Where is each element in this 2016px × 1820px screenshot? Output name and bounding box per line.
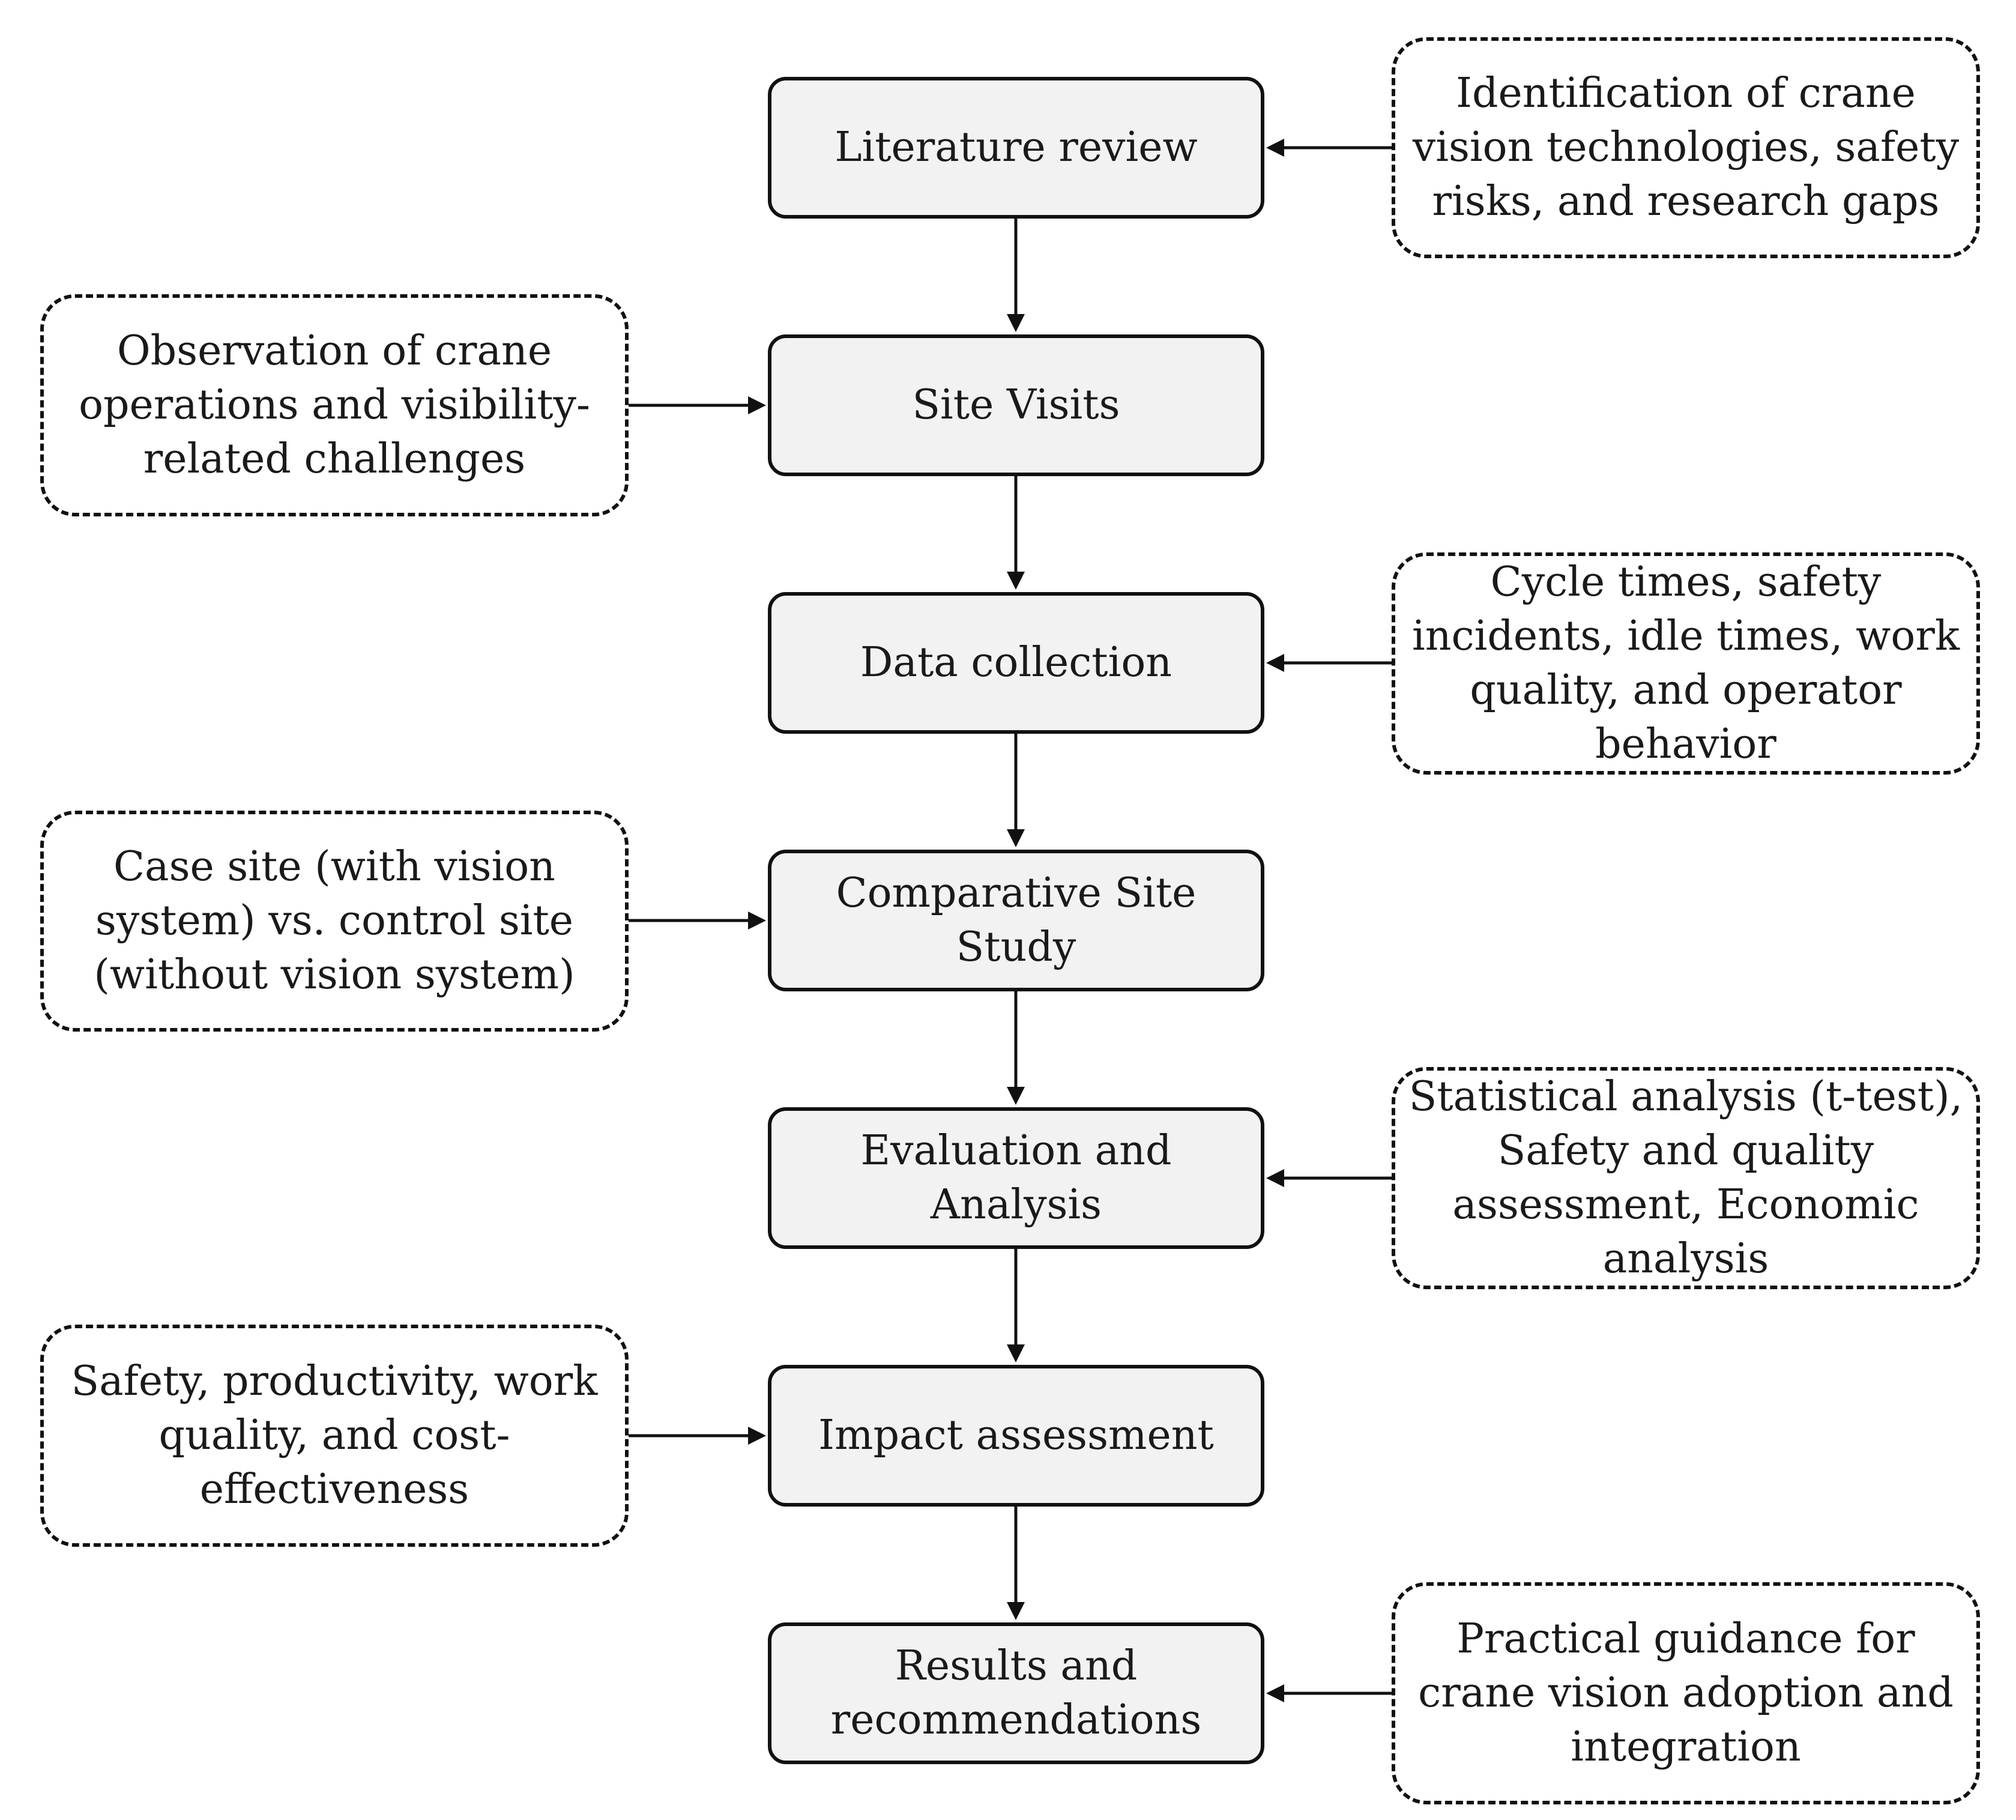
step-site-visits: Site Visits (768, 334, 1264, 476)
note-evaluation-analysis: Statistical analysis (t-test),Safety and… (1392, 1067, 1980, 1289)
step-data-collection: Data collection (768, 592, 1264, 734)
step-impact-assessment: Impact assessment (768, 1365, 1264, 1507)
step-literature-review: Literature review (768, 77, 1264, 219)
